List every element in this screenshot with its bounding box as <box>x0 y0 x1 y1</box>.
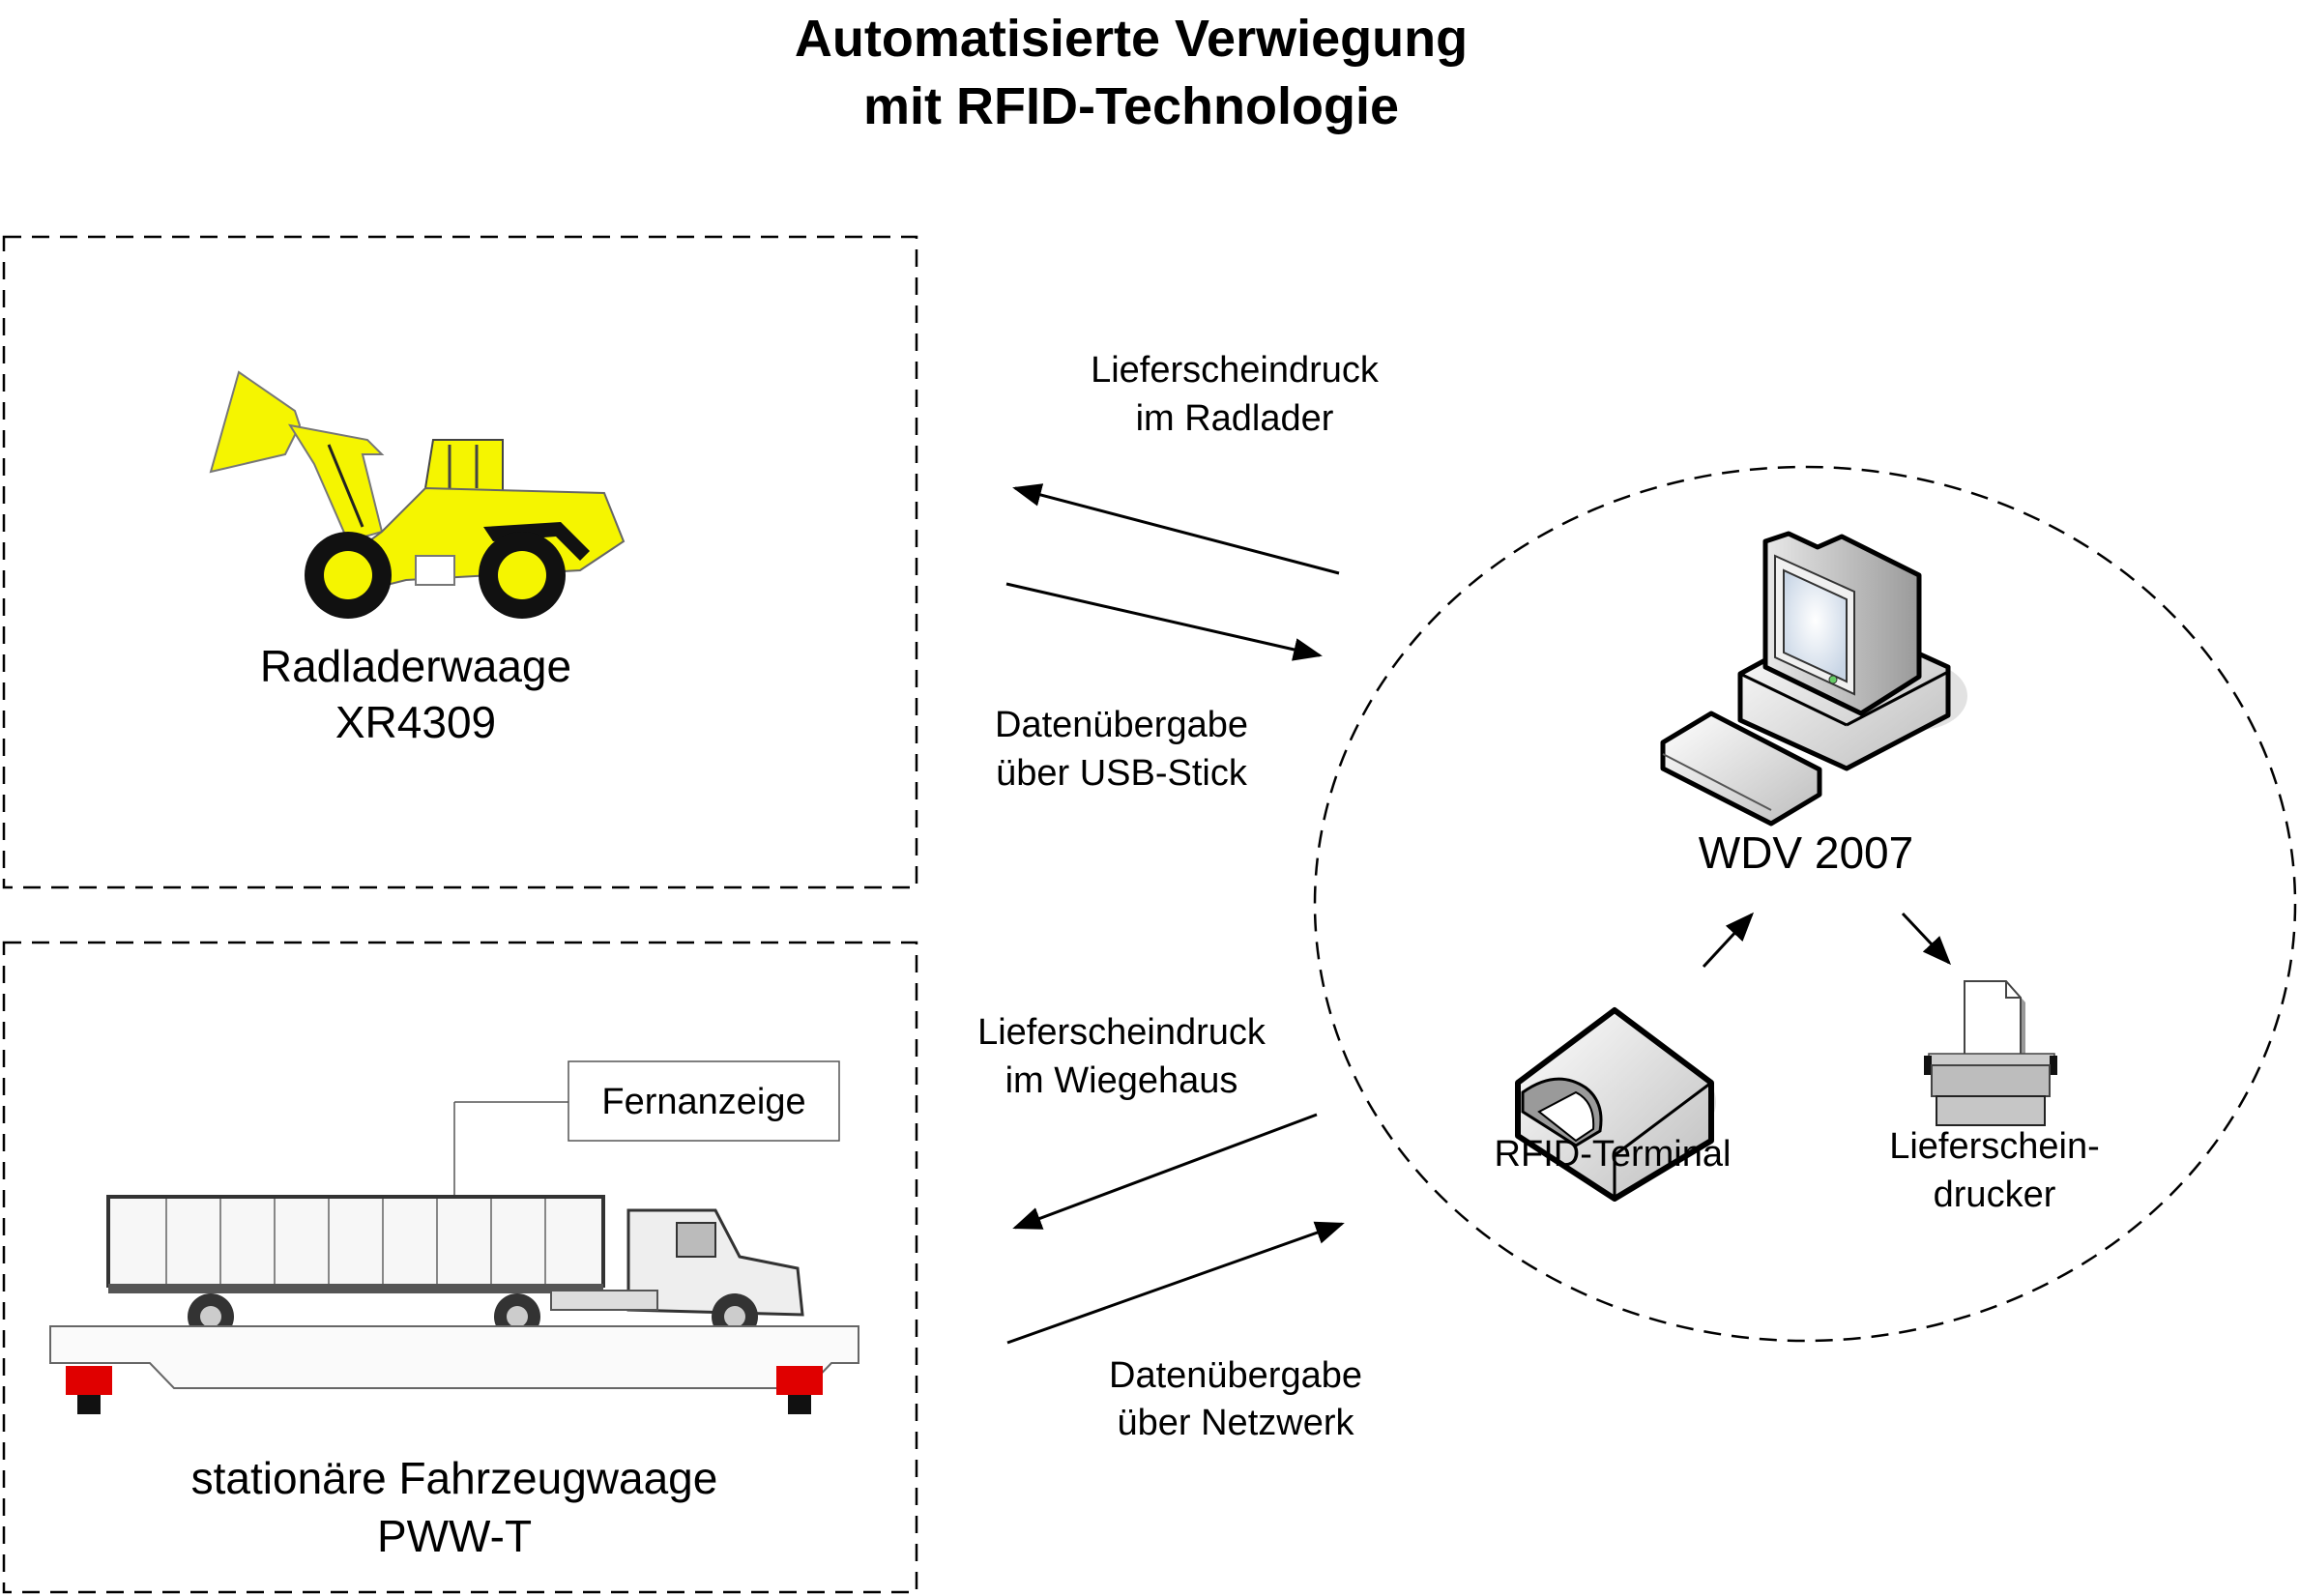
remote-display-box <box>568 1060 840 1142</box>
loader-data-label-line-1: Datenübergabe <box>995 705 1248 745</box>
printer-icon <box>1924 980 2057 1126</box>
wheel-loader-icon <box>209 370 626 619</box>
rfid-terminal-label: RFID-Terminal <box>1495 1134 1732 1175</box>
truck-on-scale-icon <box>49 1195 859 1414</box>
computer-icon <box>1660 531 1967 827</box>
truck-scale-label-line-2: PWW-T <box>377 1511 532 1561</box>
title-line-1: Automatisierte Verwiegung <box>795 10 1468 68</box>
arrow-from-truck-scale <box>1006 1221 1345 1345</box>
printer-label-line-2: drucker <box>1934 1175 2056 1215</box>
truck-data-label-line-2: über Netzwerk <box>1118 1403 1355 1443</box>
loader-print-label-line-1: Lieferscheindruck <box>1091 350 1380 391</box>
wheel-loader-group-box <box>2 235 918 889</box>
arrow-computer-to-printer <box>1901 912 1952 966</box>
title-line-2: mit RFID-Technologie <box>863 77 1399 135</box>
rfid-terminal-icon <box>1515 1007 1716 1202</box>
wheel-loader-label-line-1: Radladerwaage <box>260 641 571 691</box>
computer-label: WDV 2007 <box>1699 827 1913 878</box>
loader-data-label-line-2: über USB-Stick <box>996 753 1248 794</box>
remote-display-label: Fernanzeige <box>601 1082 805 1122</box>
wheel-loader-label-line-2: XR4309 <box>335 697 496 747</box>
printer-label-line-1: Lieferschein- <box>1889 1126 2100 1167</box>
arrow-to-truck-scale <box>1012 1113 1318 1230</box>
truck-scale-label-line-1: stationäre Fahrzeugwaage <box>191 1453 718 1503</box>
truck-print-label-line-2: im Wiegehaus <box>1005 1060 1238 1101</box>
arrow-from-loader <box>1005 582 1323 661</box>
central-system-boundary <box>1313 465 2297 1343</box>
truck-print-label-line-1: Lieferscheindruck <box>977 1012 1266 1053</box>
truck-data-label-line-1: Datenübergabe <box>1109 1355 1362 1396</box>
arrow-to-loader <box>1012 483 1340 575</box>
truck-scale-group-box <box>2 941 918 1594</box>
loader-print-label-line-2: im Radlader <box>1136 398 1334 439</box>
arrow-rfid-to-computer <box>1702 912 1755 969</box>
